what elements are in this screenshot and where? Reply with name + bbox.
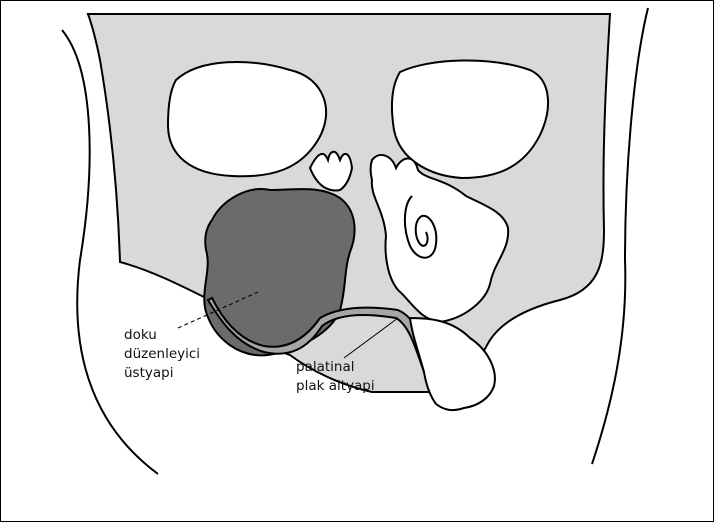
label-palatal-plate-substructure: palatinal plak altyapi — [296, 358, 375, 396]
label-right-line2: plak altyapi — [296, 377, 375, 396]
label-left-line2: düzenleyici — [124, 345, 200, 364]
left-orbit — [168, 62, 326, 176]
label-right-line1: palatinal — [296, 358, 375, 377]
label-left-line3: üstyapi — [124, 364, 200, 383]
label-left-line1: doku — [124, 326, 200, 345]
label-tissue-conditioner-superstructure: doku düzenleyici üstyapi — [124, 326, 200, 383]
